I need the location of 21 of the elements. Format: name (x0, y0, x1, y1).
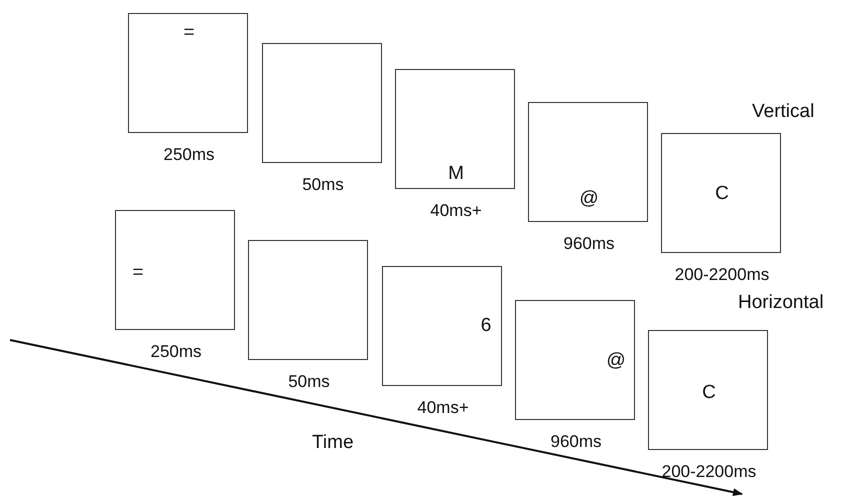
condition-label: Vertical (752, 101, 814, 123)
stimulus-symbol: M (448, 163, 464, 185)
stimulus-symbol: @ (606, 350, 626, 372)
stimulus-symbol: C (702, 382, 716, 404)
stimulus-symbol: @ (579, 188, 599, 210)
duration-label: 960ms (550, 432, 602, 452)
stimulus-symbol: C (715, 183, 729, 205)
condition-label: Horizontal (738, 292, 824, 314)
duration-label: 40ms+ (417, 398, 469, 418)
duration-label: 200-2200ms (662, 462, 756, 482)
stimulus-symbol: 6 (480, 315, 492, 337)
duration-label: 40ms+ (430, 201, 482, 221)
duration-label: 200-2200ms (674, 265, 770, 285)
duration-label: 250ms (163, 145, 215, 165)
duration-label: 50ms (302, 175, 344, 195)
duration-label: 960ms (563, 234, 615, 254)
duration-label: 50ms (288, 372, 330, 392)
duration-label: 250ms (150, 342, 202, 362)
stimulus-symbol: = (132, 262, 144, 284)
axis-label: Time (312, 432, 354, 454)
stimulus-symbol: = (183, 22, 195, 44)
